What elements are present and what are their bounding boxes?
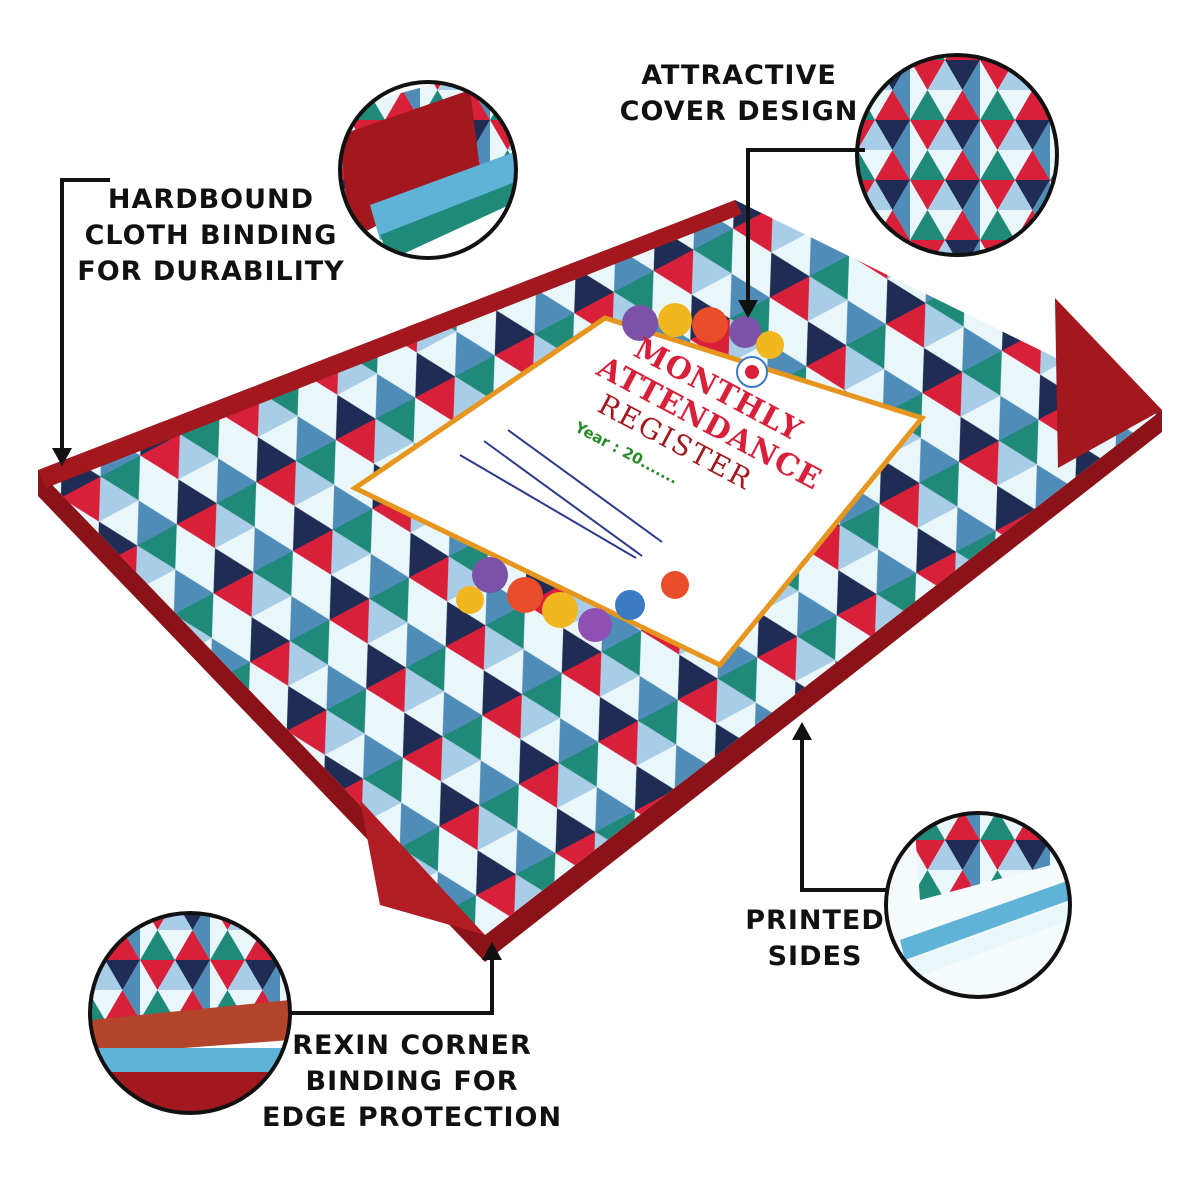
- rexin-corner-top-right: [1055, 298, 1162, 468]
- callout-corner-binding: REXIN CORNER BINDING FOR EDGE PROTECTION: [262, 1030, 563, 1133]
- cover-write-lines: [459, 429, 663, 559]
- zoom-cover-design: [855, 53, 1059, 257]
- arrow-up-icon: [482, 722, 812, 960]
- callout-cloth-binding: HARDBOUND CLOTH BINDING FOR DURABILITY: [77, 184, 345, 287]
- logo-emblem-icon: [736, 356, 768, 388]
- zoom-corner-binding: [88, 911, 292, 1115]
- cover-label-panel: MONTHLY ATTENDANCE REGISTER Year : 20...…: [350, 303, 927, 669]
- callout-cover-design: ATTRACTIVE COVER DESIGN: [619, 60, 859, 127]
- callout-printed-sides: PRINTED SIDES: [745, 905, 885, 972]
- zoom-printed-sides: [884, 811, 1072, 999]
- rexin-corner-bottom-fill: [360, 800, 485, 935]
- spine-cloth-binding: [38, 200, 742, 488]
- arrow-down-icon: [52, 300, 758, 466]
- flower-garland-icon: [456, 303, 784, 642]
- leader-lines: [60, 148, 888, 1015]
- zoom-cloth-binding: [338, 80, 518, 260]
